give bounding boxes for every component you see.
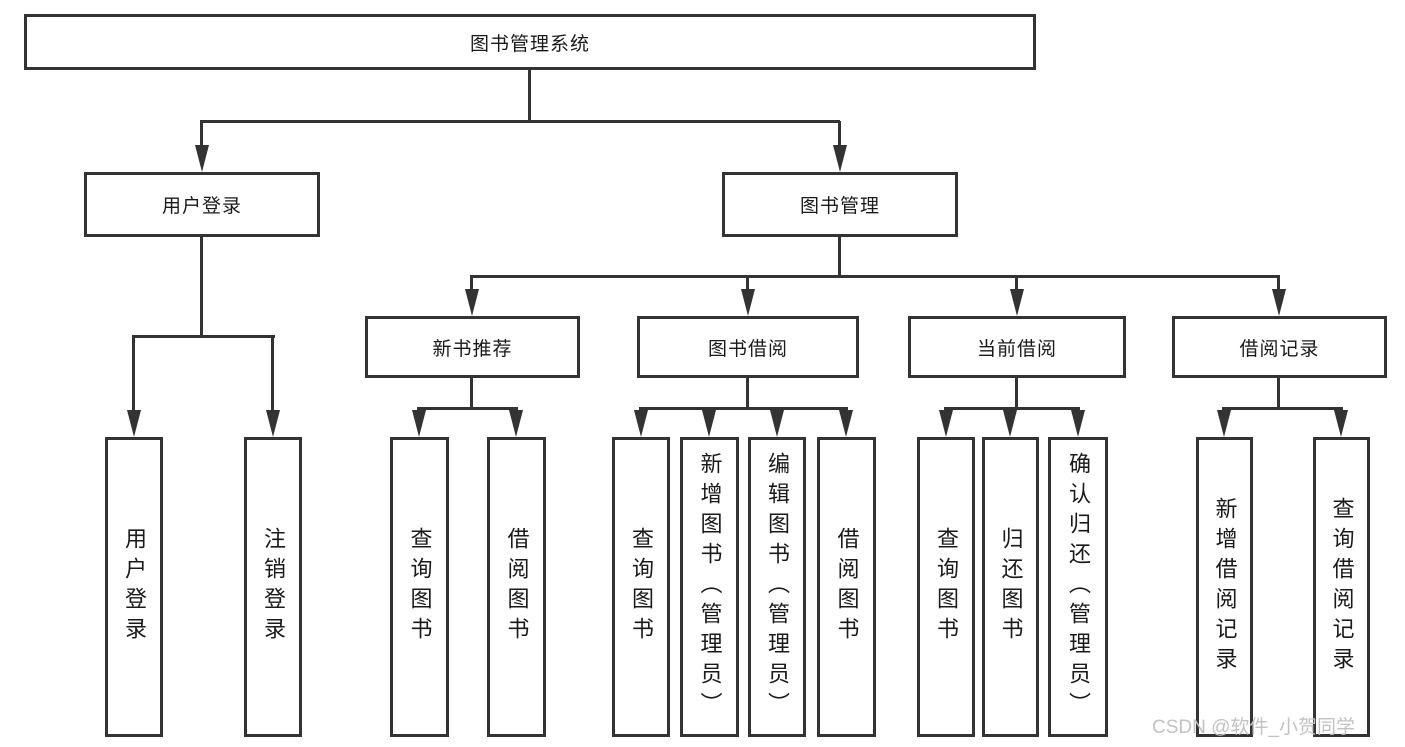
leaf-record-add-label: 新增借阅记录: [1212, 497, 1238, 677]
connector-drop-book-borrow: [746, 276, 749, 293]
leaf-newbook-borrow-label: 借阅图书: [504, 527, 530, 647]
leaf-current-query-label: 查询图书: [934, 527, 959, 647]
arrowhead-leaf-user-login: [127, 410, 141, 437]
leaf-record-query-label: 查询借阅记录: [1329, 497, 1355, 677]
connector-new-book-recommend-stem: [470, 378, 473, 409]
csdn-watermark: CSDN @软件_小贺同学: [1152, 717, 1355, 738]
leaf-borrow-borrow: 借阅图书: [817, 437, 876, 737]
arrowhead-leaf-borrow-borrow: [839, 410, 853, 437]
arrowhead-leaf-newbook-query: [412, 410, 426, 437]
leaf-current-return-label: 归还图书: [998, 527, 1024, 647]
connector-new-book-recommend-crossbar: [417, 407, 518, 410]
arrowhead-leaf-current-confirm: [1071, 410, 1085, 437]
node-new-book-recommend: 新书推荐: [365, 316, 580, 378]
node-new-book-recommend-label: 新书推荐: [432, 338, 513, 360]
node-user-login: 用户登录: [84, 172, 320, 237]
leaf-current-confirm-return-label: 确认归还（管理员）: [1066, 452, 1091, 722]
leaf-borrow-query-label: 查询图书: [629, 527, 654, 647]
connector-user-login-crossbar: [132, 335, 275, 338]
arrowhead-current-borrow: [1010, 289, 1024, 316]
node-current-borrow: 当前借阅: [908, 316, 1126, 378]
node-root: 图书管理系统: [24, 14, 1036, 70]
arrowhead-new-book-recommend: [465, 289, 479, 316]
connector-book-management-stem: [838, 237, 841, 278]
node-book-management-label: 图书管理: [799, 196, 880, 217]
leaf-borrow-add-label: 新增图书（管理员）: [697, 452, 723, 722]
connector-borrow-record-stem: [1277, 378, 1280, 409]
leaf-borrow-add: 新增图书（管理员）: [680, 437, 739, 737]
node-borrow-record-label: 借阅记录: [1239, 338, 1320, 360]
node-user-login-label: 用户登录: [161, 196, 242, 217]
connector-drop-book-management: [838, 121, 841, 149]
arrowhead-leaf-borrow-query: [634, 410, 648, 437]
connector-drop-leaf-user-login: [132, 336, 135, 415]
arrowhead-leaf-current-query: [939, 410, 953, 437]
arrowhead-leaf-borrow-edit: [770, 410, 784, 437]
leaf-borrow-borrow-label: 借阅图书: [834, 527, 860, 647]
connector-borrow-record-crossbar: [1222, 407, 1343, 410]
leaf-borrow-edit-label: 编辑图书（管理员）: [765, 452, 790, 722]
leaf-record-add: 新增借阅记录: [1196, 437, 1253, 737]
leaf-logout-label: 注销登录: [261, 527, 286, 647]
leaf-borrow-edit: 编辑图书（管理员）: [748, 437, 806, 737]
arrowhead-leaf-newbook-borrow: [509, 410, 523, 437]
leaf-newbook-borrow: 借阅图书: [487, 437, 546, 737]
connector-user-login-stem: [200, 237, 203, 338]
arrowhead-leaf-borrow-add: [702, 410, 716, 437]
connector-drop-borrow-record: [1277, 276, 1280, 293]
arrowhead-leaf-record-add: [1217, 410, 1231, 437]
arrowhead-leaf-logout: [266, 410, 280, 437]
leaf-newbook-query-label: 查询图书: [407, 527, 433, 647]
connector-book-management-crossbar: [470, 275, 1280, 278]
connector-drop-current-borrow: [1015, 276, 1018, 293]
leaf-current-confirm-return: 确认归还（管理员）: [1048, 437, 1108, 737]
arrowhead-leaf-record-query: [1334, 410, 1348, 437]
connector-root-crossbar: [200, 120, 840, 123]
leaf-record-query: 查询借阅记录: [1313, 437, 1370, 737]
node-book-borrow: 图书借阅: [637, 316, 859, 378]
connector-current-borrow-crossbar: [944, 407, 1080, 410]
node-root-label: 图书管理系统: [469, 33, 590, 55]
leaf-borrow-query: 查询图书: [612, 437, 670, 737]
node-book-management: 图书管理: [722, 172, 958, 237]
node-borrow-record: 借阅记录: [1172, 316, 1387, 378]
arrowhead-user-login: [195, 145, 209, 172]
connector-root-stem: [528, 70, 531, 123]
leaf-logout: 注销登录: [244, 437, 302, 737]
connector-drop-leaf-logout: [271, 336, 274, 415]
arrowhead-book-management: [833, 145, 847, 172]
leaf-current-query: 查询图书: [917, 437, 975, 737]
connector-book-borrow-stem: [746, 378, 749, 409]
node-book-borrow-label: 图书借阅: [707, 338, 788, 360]
leaf-current-return: 归还图书: [982, 437, 1039, 737]
arrowhead-leaf-current-return: [1003, 410, 1017, 437]
arrowhead-book-borrow: [741, 289, 755, 316]
connector-drop-new-book-recommend: [470, 276, 473, 293]
arrowhead-borrow-record: [1272, 289, 1286, 316]
leaf-newbook-query: 查询图书: [390, 437, 449, 737]
leaf-user-login: 用户登录: [105, 437, 163, 737]
connector-book-borrow-crossbar: [639, 407, 848, 410]
node-current-borrow-label: 当前借阅: [976, 338, 1057, 360]
leaf-user-login-label: 用户登录: [122, 527, 147, 647]
connector-current-borrow-stem: [1015, 378, 1018, 409]
connector-drop-user-login: [200, 121, 203, 149]
